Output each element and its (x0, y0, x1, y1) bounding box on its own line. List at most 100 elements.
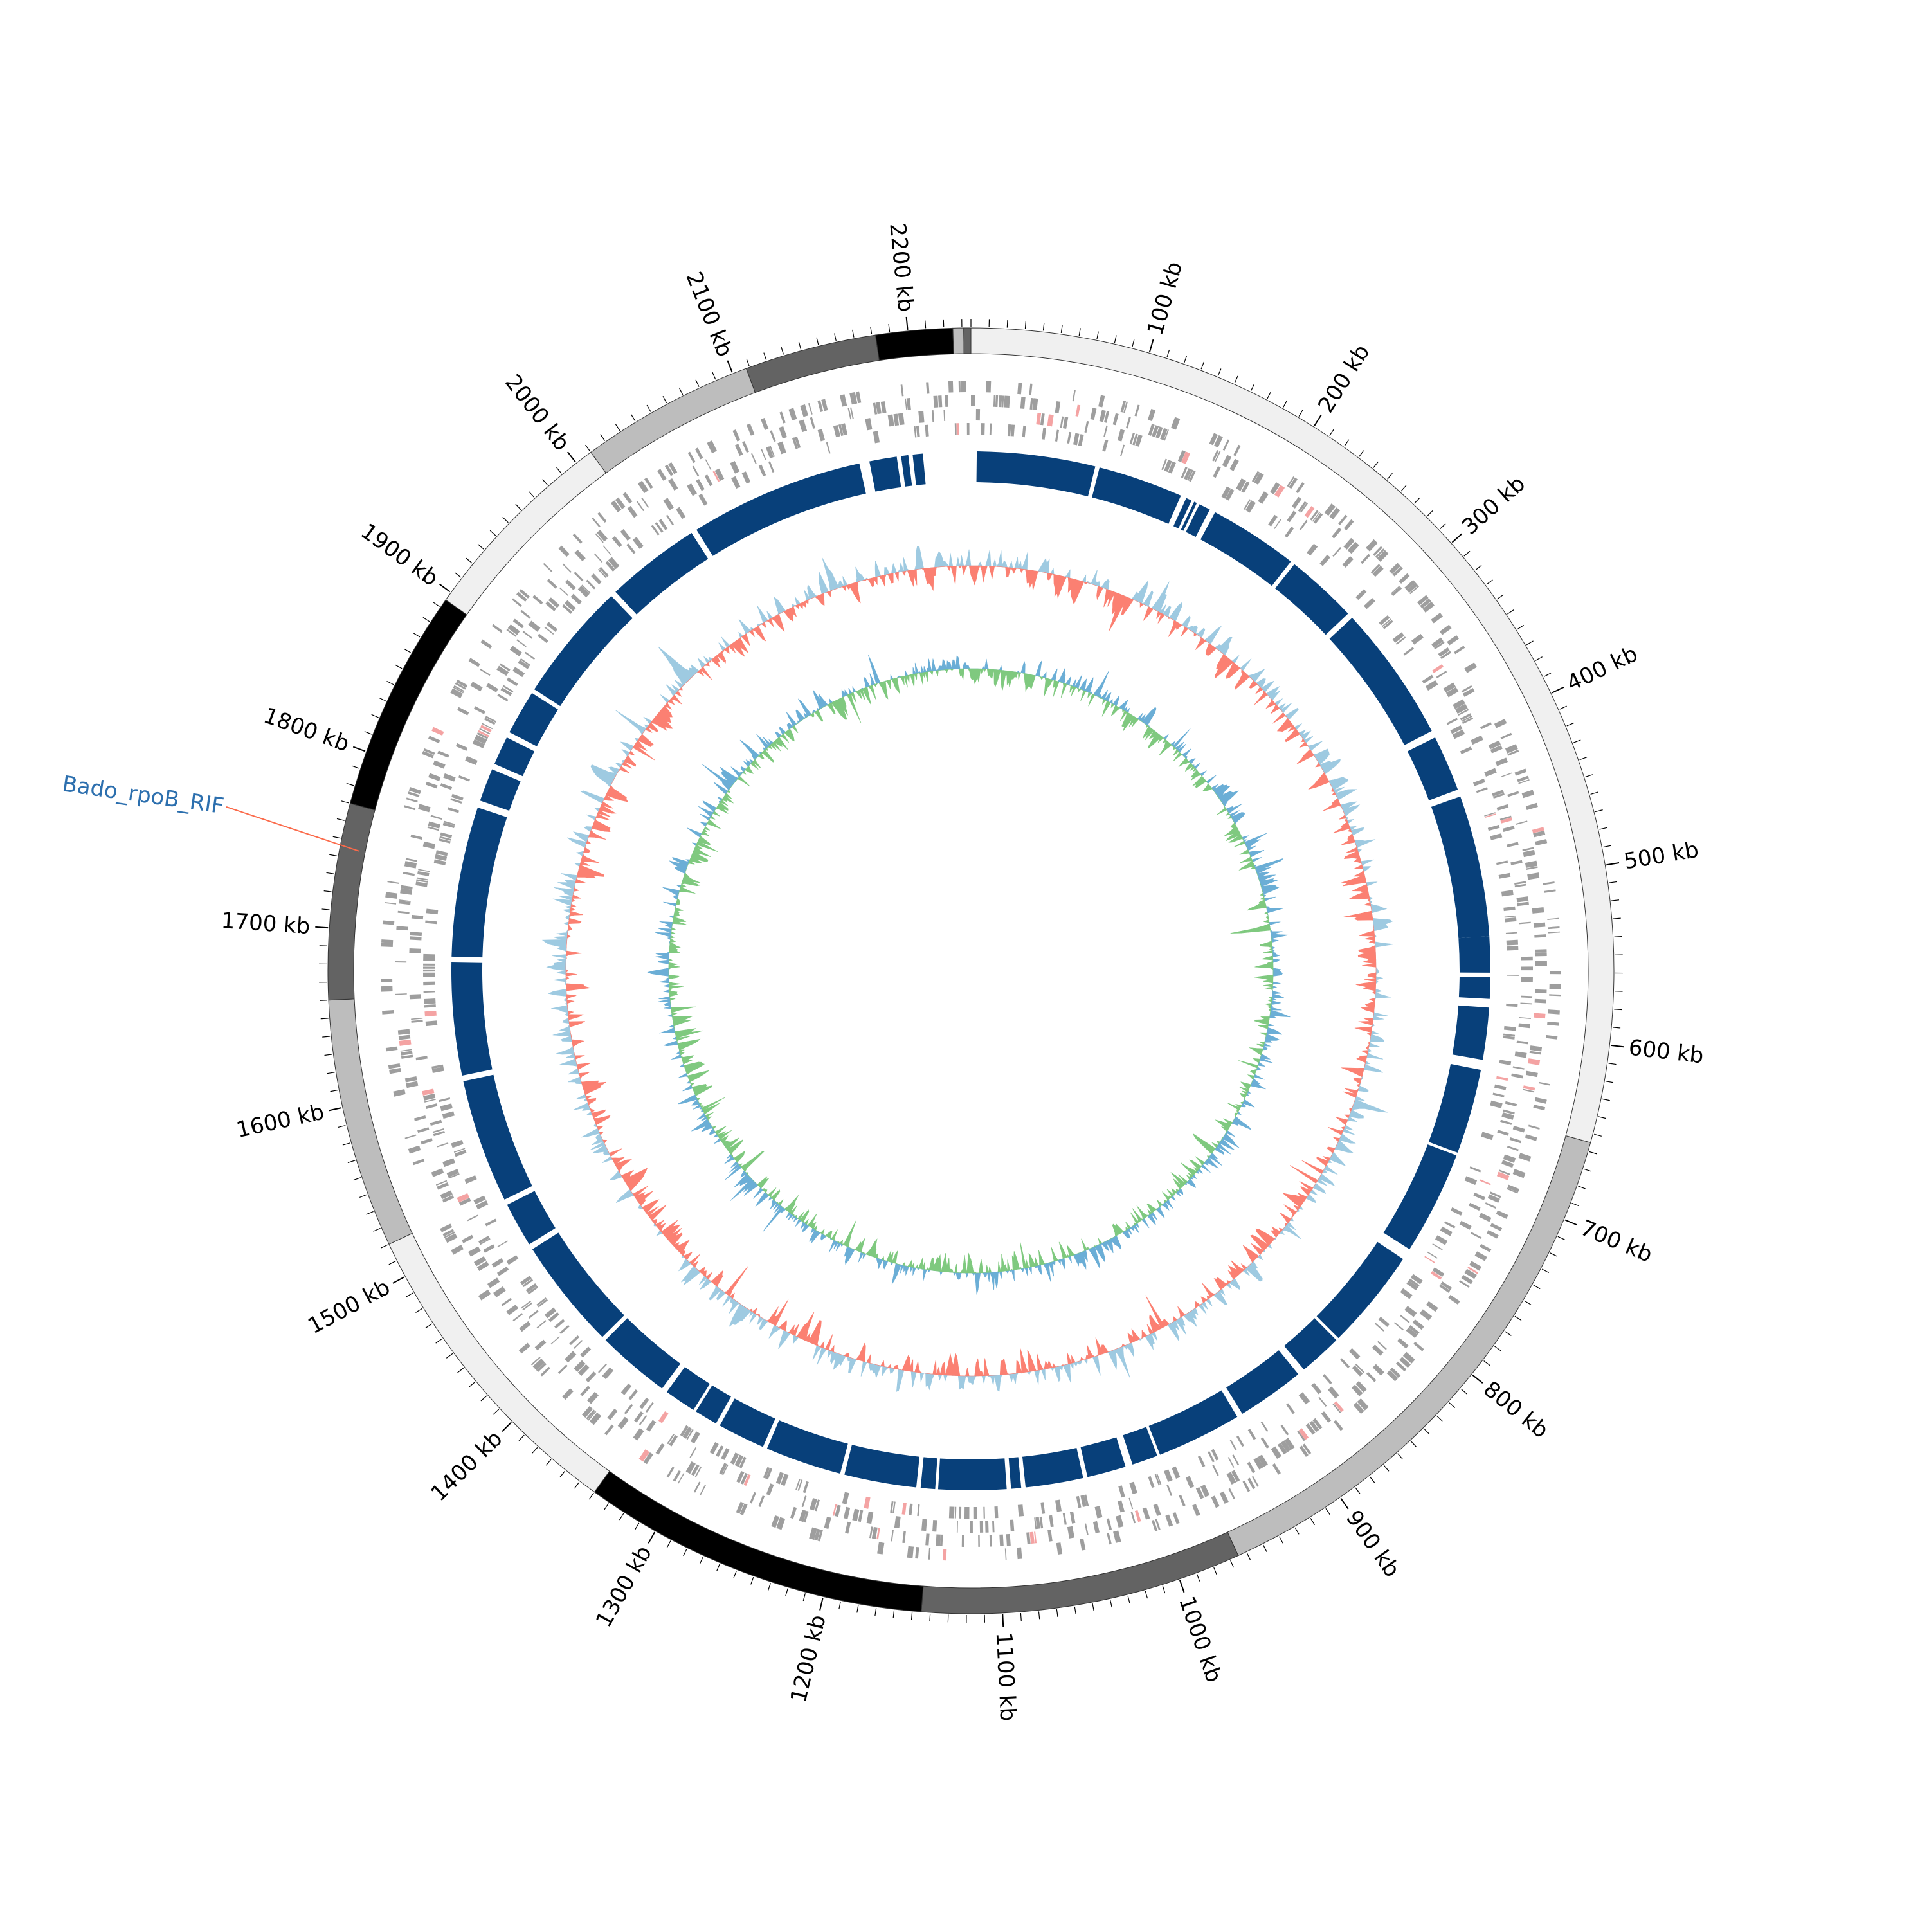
gene-feature (1102, 440, 1108, 452)
gene-feature (426, 908, 439, 914)
gene-feature (934, 396, 939, 408)
minor-tick (1110, 1600, 1112, 1607)
gene-feature (646, 1402, 654, 1413)
gene-feature (1332, 528, 1341, 539)
gene-feature (943, 1549, 946, 1560)
gene-feature (962, 1535, 964, 1547)
gene-feature (393, 1089, 405, 1097)
gene-feature (1349, 1348, 1361, 1360)
gene-feature (826, 442, 831, 454)
gene-feature (559, 588, 568, 597)
alignment-block (912, 453, 925, 485)
gene-feature (443, 773, 455, 782)
gene-feature (502, 1298, 512, 1306)
alignment-block (869, 456, 901, 491)
minor-tick (516, 504, 521, 510)
gene-feature (528, 620, 540, 631)
gene-feature (418, 804, 431, 812)
gene-feature (1213, 466, 1220, 478)
minor-tick (1484, 1360, 1490, 1365)
major-tick (1552, 687, 1564, 693)
gene-feature (1519, 1023, 1531, 1028)
minor-tick (799, 342, 801, 350)
gene-feature (1173, 1512, 1180, 1524)
minor-tick (574, 1482, 579, 1488)
gene-feature (1504, 1026, 1516, 1031)
alignment-block (1317, 1242, 1404, 1338)
alignment-block (1009, 1457, 1022, 1488)
gene-feature (1364, 598, 1375, 609)
gene-feature (1285, 527, 1294, 537)
gene-feature (1528, 1124, 1540, 1129)
minor-tick (835, 333, 837, 341)
gene-feature (1036, 413, 1041, 425)
minor-tick (764, 353, 766, 360)
gene-feature (1490, 1101, 1502, 1108)
minor-tick (1201, 362, 1204, 369)
minor-tick (747, 359, 749, 366)
minor-tick (875, 1608, 876, 1616)
gene-feature (1323, 1374, 1332, 1384)
gene-feature (864, 1497, 870, 1509)
gene-feature (970, 1521, 973, 1533)
gene-feature (413, 1159, 424, 1165)
gene-feature (464, 1175, 476, 1184)
alignment-block (1431, 797, 1489, 938)
gene-feature (401, 1051, 413, 1055)
gene-feature (1484, 768, 1496, 777)
gene-feature (423, 970, 435, 971)
gene-feature (1525, 1134, 1537, 1141)
gene-feature (586, 1371, 596, 1382)
gene-feature (1513, 1169, 1526, 1178)
major-tick (1180, 1580, 1184, 1593)
gene-feature (510, 646, 522, 656)
tick-label: 500 kb (1622, 837, 1701, 875)
alignment-block (494, 737, 534, 776)
gene-feature (480, 669, 490, 676)
gene-feature (1516, 820, 1528, 824)
gene-feature (621, 1384, 632, 1395)
gene-feature (538, 633, 548, 643)
gene-feature (705, 474, 713, 486)
alignment-block (606, 1318, 680, 1388)
gene-feature (603, 546, 611, 555)
minor-tick (458, 1368, 464, 1373)
gene-feature (1547, 918, 1559, 920)
minor-tick (925, 321, 926, 329)
gene-feature (696, 479, 704, 491)
gene-feature (1296, 482, 1305, 493)
gene-feature (1488, 825, 1500, 831)
gene-feature (1501, 733, 1512, 739)
gene-feature (1164, 1469, 1173, 1482)
gene-feature (959, 1507, 962, 1519)
contig-segment (747, 335, 880, 392)
gene-feature (424, 1011, 437, 1016)
gene-feature (759, 465, 766, 477)
alignment-block (1275, 564, 1348, 635)
gene-feature (562, 1388, 573, 1400)
gene-feature (1496, 1211, 1508, 1219)
gene-feature (1480, 722, 1492, 729)
gene-feature (1393, 632, 1404, 642)
gene-feature (586, 580, 595, 590)
gene-feature (1510, 1137, 1521, 1143)
gene-feature (1534, 934, 1546, 938)
gene-feature (633, 1428, 644, 1440)
gene-feature (1005, 1548, 1007, 1560)
gene-feature (580, 1346, 591, 1357)
alignment-block (844, 1445, 919, 1487)
gene-feature (423, 959, 435, 961)
gene-feature (1076, 1496, 1082, 1508)
gene-feature (1248, 1429, 1256, 1440)
gene-feature (1432, 664, 1444, 673)
minor-tick (329, 854, 337, 856)
gene-feature (964, 1507, 970, 1519)
gene-feature (758, 1495, 765, 1507)
minor-tick (387, 682, 394, 685)
minor-tick (1283, 401, 1287, 407)
gene-feature (1230, 1440, 1237, 1450)
gene-feature (439, 1097, 450, 1102)
gene-feature (386, 1047, 398, 1052)
gene-feature (766, 1483, 774, 1495)
gene-feature (742, 441, 749, 453)
